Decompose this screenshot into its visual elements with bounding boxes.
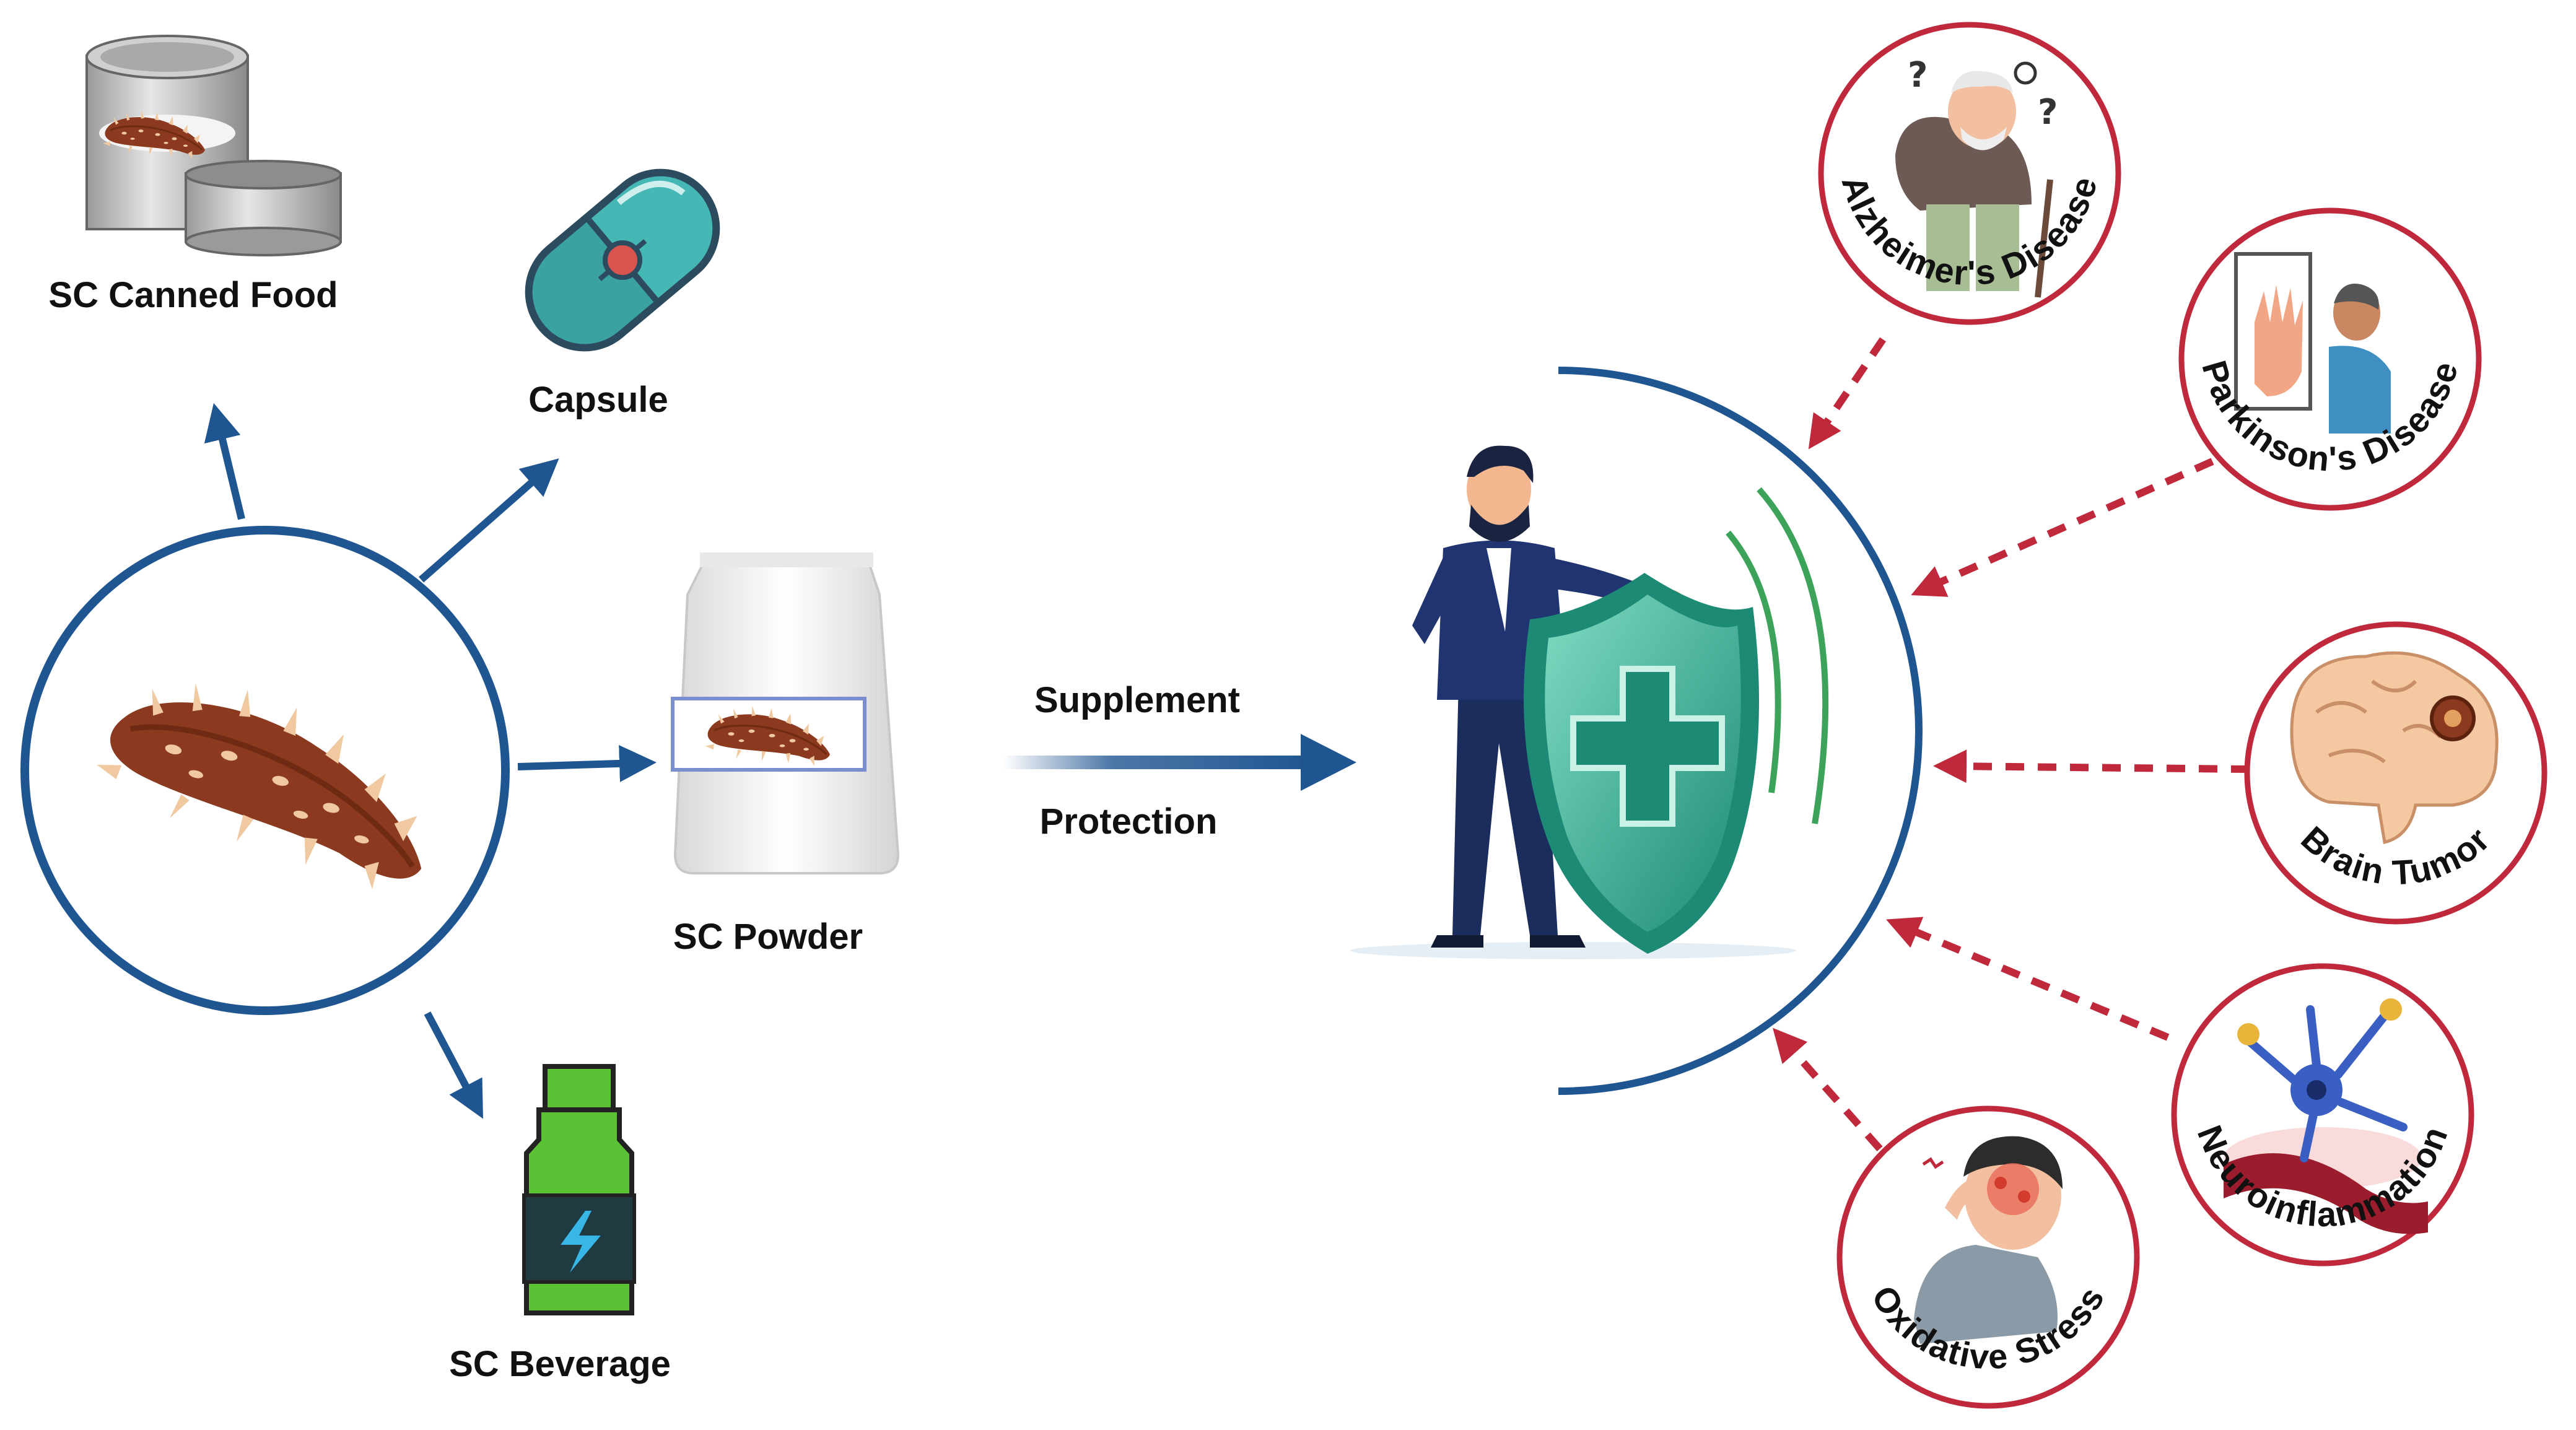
powder-bag-icon — [671, 552, 900, 874]
neuron-icon — [2224, 998, 2428, 1234]
canned-food-label: SC Canned Food — [48, 275, 338, 315]
svg-text:?: ? — [2038, 92, 2058, 133]
beverage-label: SC Beverage — [449, 1344, 671, 1384]
neuroinflammation-badge: Neuroinflammation — [2171, 963, 2474, 1267]
elderly-man-icon: ? ? — [1895, 55, 2058, 298]
man-with-shield-icon — [1350, 445, 1829, 959]
arrow-alzheimers — [1808, 337, 1886, 450]
arrow-brain-tumor — [1933, 749, 2250, 783]
shaking-hand-icon — [2234, 252, 2391, 434]
capsule-label: Capsule — [528, 380, 668, 420]
arrow-oxidative-stress — [1773, 1027, 1883, 1151]
flow-arrow-shaft — [1003, 756, 1313, 769]
arrow-to-powder — [517, 744, 657, 782]
protection-label: Protection — [1040, 801, 1218, 842]
sea-cucumber-icon — [84, 658, 453, 899]
powder-label: SC Powder — [673, 917, 863, 957]
source-circle — [20, 526, 510, 1015]
arrow-to-beverage — [424, 1011, 484, 1119]
alzheimers-badge: ? ? Alzheimer's Disease — [1818, 22, 2121, 325]
arrow-neuroinflammation — [1886, 917, 2170, 1041]
supplement-label: Supplement — [1034, 680, 1240, 720]
can-icon — [85, 35, 342, 256]
arrow-to-capsule — [419, 458, 559, 583]
oxidative-stress-badge: Oxidative Stress — [1836, 1105, 2140, 1409]
capsule-icon — [525, 168, 720, 352]
flow-arrow-head — [1301, 734, 1356, 791]
parkinsons-badge: Parkinson's Disease — [2178, 207, 2482, 511]
brain-icon — [2290, 651, 2499, 845]
brain-tumor-badge: Brain Tumor — [2244, 621, 2548, 925]
svg-text:?: ? — [1908, 55, 1928, 95]
headache-icon — [1914, 1136, 2063, 1344]
arrow-parkinsons — [1911, 458, 2214, 597]
bottle-icon — [522, 1064, 636, 1315]
protection-arc — [1558, 367, 1923, 1095]
arrow-to-canned — [204, 403, 245, 520]
